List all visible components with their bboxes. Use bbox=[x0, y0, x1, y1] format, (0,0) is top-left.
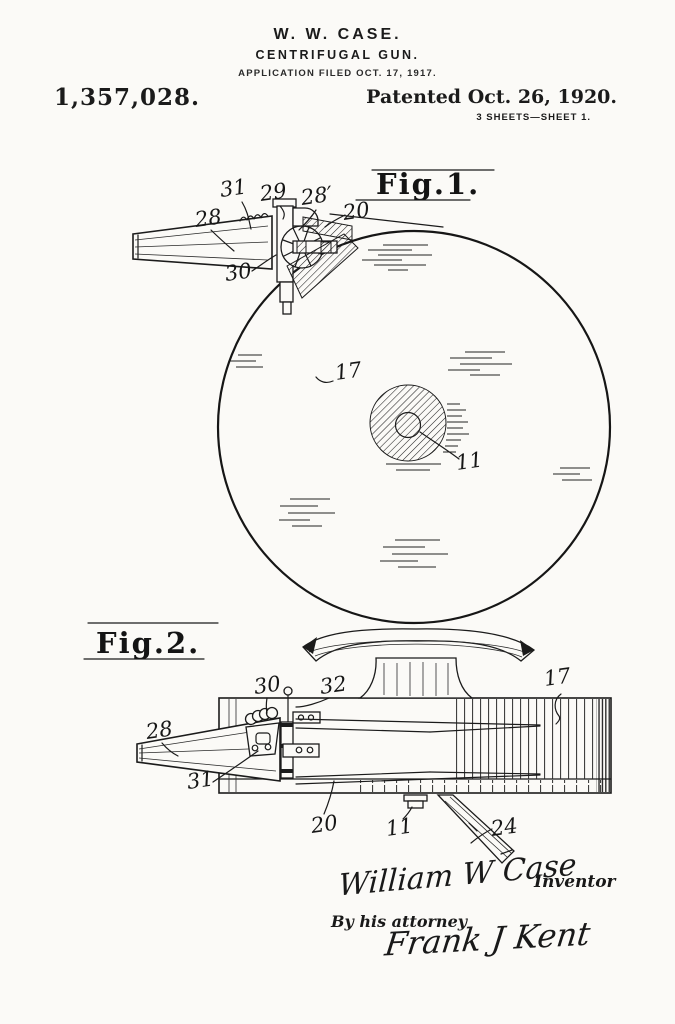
fig2-label-17: 17 bbox=[542, 663, 572, 691]
fig1-breech-mechanism bbox=[272, 198, 444, 315]
fig1-label-30: 30 bbox=[223, 258, 253, 285]
by-attorney-label: By his attorney bbox=[331, 912, 468, 931]
fig2-title-text: Fig.2. bbox=[96, 626, 200, 660]
fig2-title: Fig.2. bbox=[83, 622, 219, 660]
fig1-hub bbox=[369, 384, 469, 471]
fig1-barrel bbox=[132, 213, 273, 270]
fig2-labels: 30 32 28 31 20 11 24 17 bbox=[143, 663, 573, 844]
fig1-label-17: 17 bbox=[333, 357, 363, 385]
patent-invention-title: CENTRIFUGAL GUN. bbox=[255, 48, 420, 62]
fig1-group: Fig.1. 28 31 29 28′ 20 30 17 11 bbox=[132, 167, 612, 625]
fig1-title-text: Fig.1. bbox=[376, 167, 480, 201]
fig2-label-20: 20 bbox=[308, 810, 339, 838]
sheet-count: 3 SHEETS—SHEET 1. bbox=[476, 112, 591, 123]
fig2-group: Fig.2. 30 32 28 31 20 11 24 17 bbox=[83, 622, 612, 864]
fig2-channel bbox=[295, 718, 541, 785]
fig1-label-28-prime: 28′ bbox=[298, 182, 334, 210]
fig1-label-31: 31 bbox=[218, 174, 248, 201]
fig1-label-28: 28 bbox=[192, 204, 223, 232]
fig1-surface-shading bbox=[230, 244, 592, 568]
patent-inventor-name: W. W. CASE. bbox=[273, 26, 402, 43]
fig2-strut bbox=[436, 794, 515, 864]
fig1-title: Fig.1. bbox=[355, 167, 495, 201]
fig1-label-29: 29 bbox=[257, 178, 288, 206]
inventor-label: Inventor bbox=[534, 872, 616, 892]
fig1-label-20: 20 bbox=[340, 197, 371, 225]
fig2-lever-knob bbox=[283, 686, 293, 696]
application-filed-line: APPLICATION FILED OCT. 17, 1917. bbox=[238, 68, 437, 79]
fig1-rack-teeth bbox=[239, 213, 269, 222]
fig2-label-11: 11 bbox=[384, 813, 414, 840]
fig2-clamp bbox=[245, 722, 280, 757]
fig2-label-32: 32 bbox=[318, 671, 348, 698]
fig1-label-11: 11 bbox=[454, 447, 484, 474]
fig1-labels: 28 31 29 28′ 20 30 17 11 bbox=[192, 174, 484, 474]
fig1-deflector-wedge bbox=[286, 233, 359, 299]
fig2-shaft-nut bbox=[403, 794, 428, 809]
fig2-label-31: 31 bbox=[185, 766, 215, 793]
fig1-wheel-disk bbox=[216, 229, 612, 625]
fig2-label-30: 30 bbox=[252, 671, 282, 698]
fig2-label-24: 24 bbox=[488, 813, 519, 841]
fig2-rim-pedestal bbox=[302, 628, 536, 699]
patented-date: Patented Oct. 26, 1920. bbox=[366, 86, 617, 108]
fig2-label-28: 28 bbox=[143, 716, 174, 744]
patent-number: 1,357,028. bbox=[54, 84, 201, 111]
